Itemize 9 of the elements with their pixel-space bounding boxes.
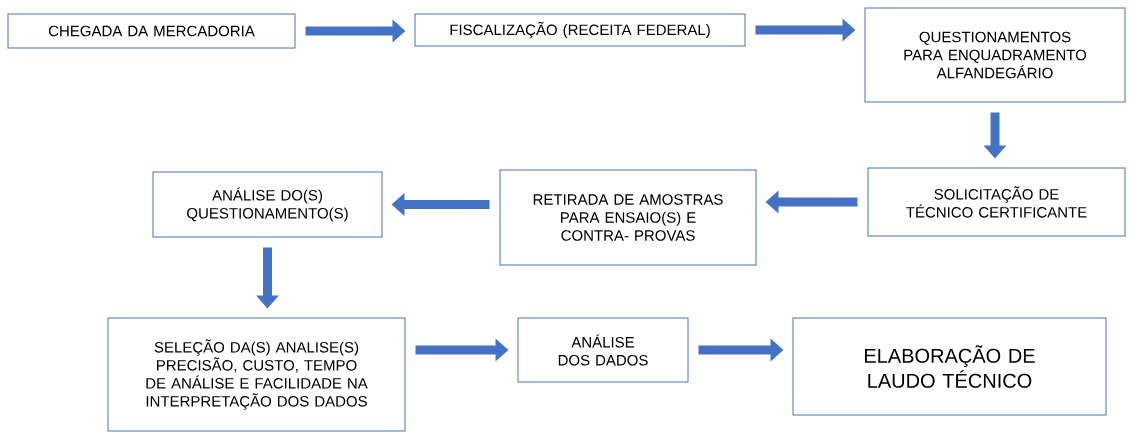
process-box: FISCALIZAÇÃO (RECEITA FEDERAL) bbox=[414, 13, 746, 47]
process-box: SELEÇÃO DA(S) ANALISE(S) PRECISÃO, CUSTO, TEMPO DE ANÁLISE E FACILIDADE NA INTERPRETAÇÃO DOS DADOS bbox=[107, 317, 406, 432]
process-box: ANÁLISE DO(S) QUESTIONAMENTO(S) bbox=[152, 171, 383, 238]
process-box: ANÁLISE DOS DADOS bbox=[517, 317, 689, 383]
process-box: SOLICITAÇÃO DE TÉCNICO CERTIFICANTE bbox=[867, 167, 1126, 237]
process-box: RETIRADA DE AMOSTRAS PARA ENSAIO(S) E CONTRA- PROVAS bbox=[499, 169, 757, 266]
process-box: ELABORAÇÃO DE LAUDO TÉCNICO bbox=[792, 317, 1107, 416]
process-box: QUESTIONAMENTOS PARA ENQUADRAMENTO ALFANDEGÁRIO bbox=[864, 7, 1126, 103]
process-box: CHEGADA DA MERCADORIA bbox=[7, 13, 296, 49]
